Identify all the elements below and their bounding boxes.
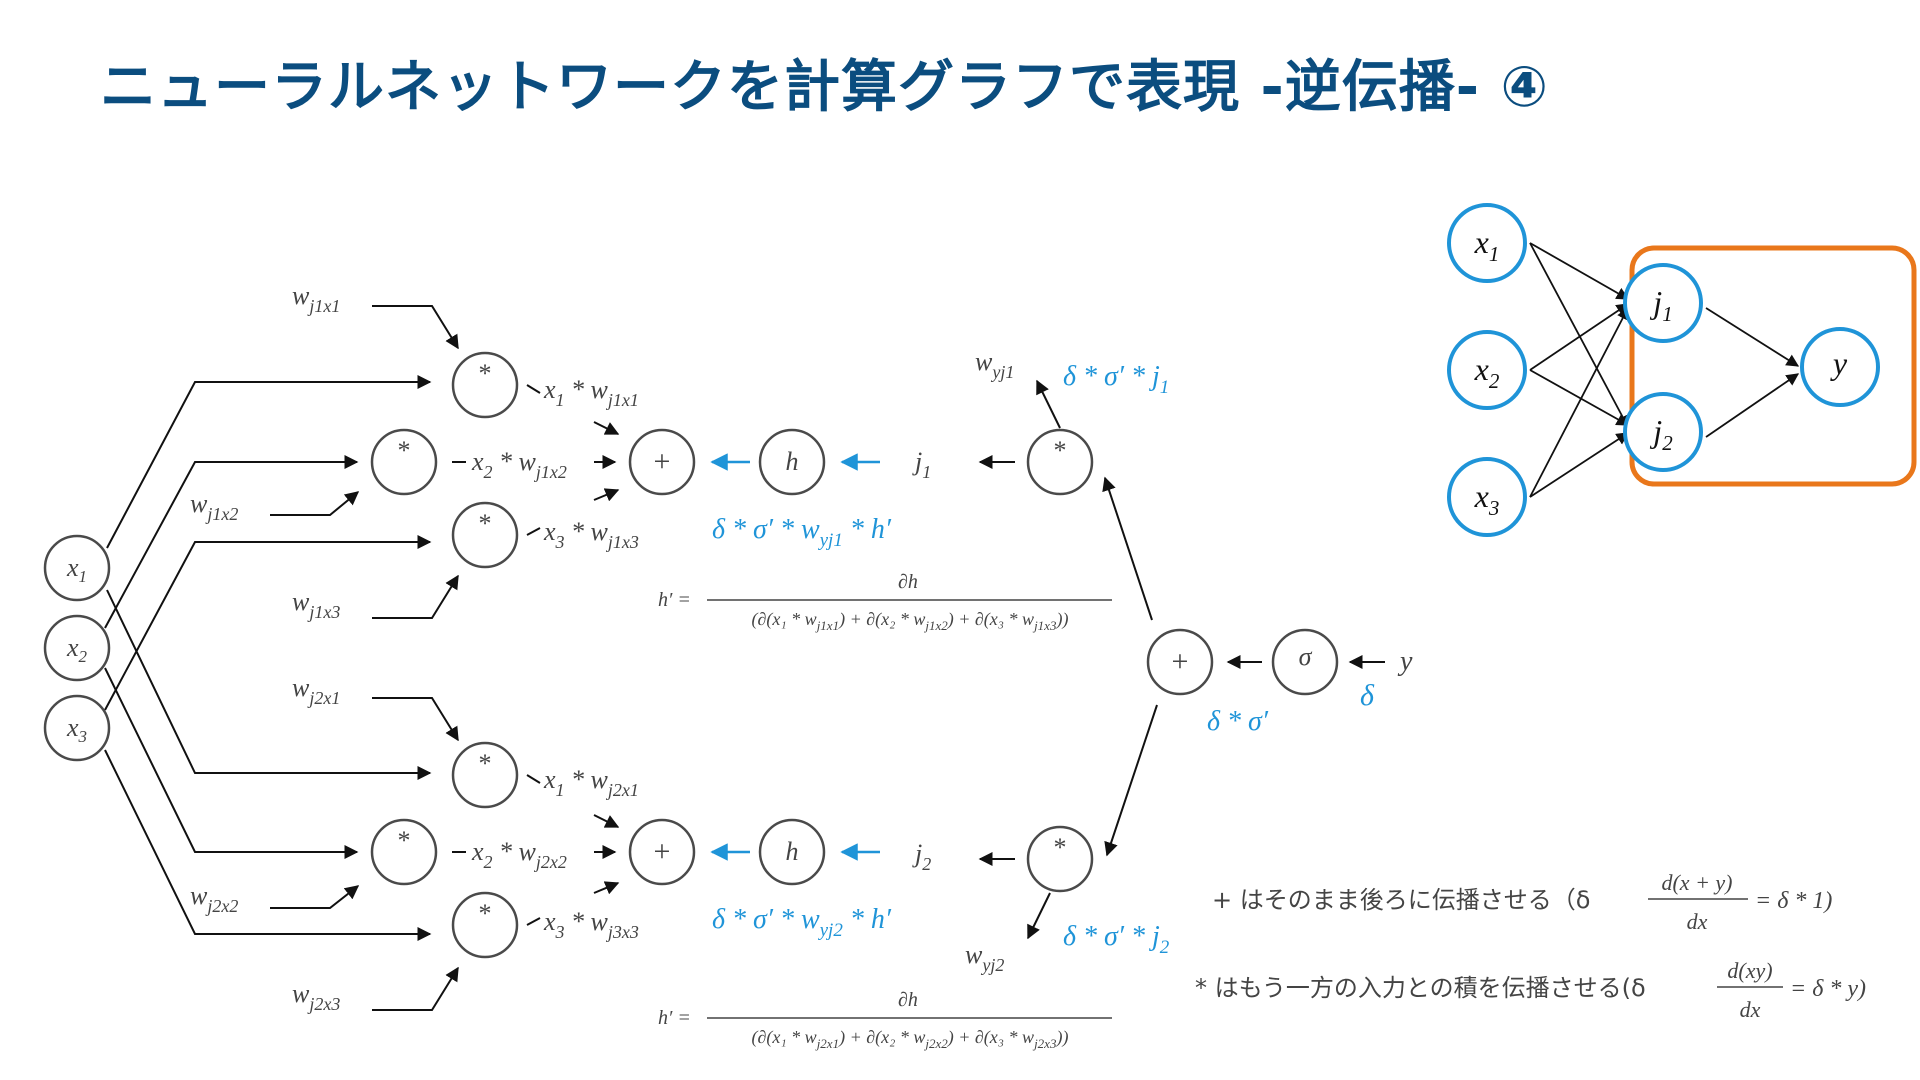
mini-label-y: y xyxy=(1830,345,1848,381)
top-block-labels: wj1x1 wj1x2 wj1x3 x1 * wj1x1 x2 * wj1x2 … xyxy=(190,281,1014,622)
gradient-label-sigma: δ * σ′ xyxy=(1207,706,1269,737)
rule-note-mul: * はもう一方の入力との積を伝播させる(δ d(xy) dx = δ * y) xyxy=(1195,958,1866,1022)
gradient-label-h-bottom: δ * σ′ * wyj2 * h′ xyxy=(712,904,892,941)
weight-label-j1x3: wj1x3 xyxy=(292,587,340,622)
note-add-tail: = δ * 1) xyxy=(1755,888,1832,914)
weight-label-j1x2: wj1x2 xyxy=(190,489,238,524)
mini-label-x3: x3 xyxy=(1474,478,1500,520)
mul-symbol: * xyxy=(479,899,492,928)
bottom-block-gradients: δ * σ′ * j2 δ * σ′ * wyj2 * h′ xyxy=(712,904,1170,958)
derivative-lhs: h′ = xyxy=(658,1007,691,1029)
mini-input-x1 xyxy=(1447,203,1527,283)
product-label-x1-wj2x1: x1 * wj2x1 xyxy=(543,765,639,800)
mul-symbol: * xyxy=(479,749,492,778)
derivative-numerator: ∂h xyxy=(898,571,918,593)
mul-node-bottom-1 xyxy=(451,741,519,809)
note-mul-tail: = δ * y) xyxy=(1790,976,1866,1002)
rule-note-add: + はそのまま後ろに伝播させる（δ d(x + y) dx = δ * 1) xyxy=(1212,870,1832,934)
product-label-x3-wj3x3: x3 * wj3x3 xyxy=(543,907,639,942)
input-label-x3: x3 xyxy=(66,713,87,746)
h-symbol: h xyxy=(786,837,799,866)
input-label-x1: x1 xyxy=(66,553,87,586)
mul-node-bottom-out xyxy=(1026,825,1094,893)
sigma-symbol: σ xyxy=(1299,642,1313,671)
input-label-x2: x2 xyxy=(66,633,88,666)
mul-symbol: * xyxy=(398,436,411,465)
product-label-x1-wj1x1: x1 * wj1x1 xyxy=(543,375,639,410)
h-node-bottom xyxy=(758,818,826,886)
mul-symbol: * xyxy=(479,509,492,538)
note-mul-numerator: d(xy) xyxy=(1727,958,1772,983)
derivative-denominator: (∂(x₁ * wj1x1) + ∂(x₂ * wj1x2) + ∂(x₃ * … xyxy=(752,609,1069,633)
h-symbol: h xyxy=(786,447,799,476)
note-add-numerator: d(x + y) xyxy=(1661,870,1732,895)
weight-label-j2x1: wj2x1 xyxy=(292,673,340,708)
slide-title: ニューラルネットワークを計算グラフで表現 -逆伝播- ④ xyxy=(100,55,1549,120)
note-mul-denominator: dx xyxy=(1740,997,1761,1022)
bottom-block-labels: wj2x1 wj2x2 wj2x3 x1 * wj2x1 x2 * wj2x2 … xyxy=(190,673,1004,1014)
product-label-x2-wj2x2: x2 * wj2x2 xyxy=(471,837,567,872)
gradient-label-j1: δ * σ′ * j1 xyxy=(1063,361,1169,398)
mul-symbol: * xyxy=(1054,833,1067,862)
mul-node-bottom-2 xyxy=(370,818,438,886)
mini-input-x3 xyxy=(1447,457,1527,537)
mul-node-top-out xyxy=(1026,428,1094,496)
add-node-top xyxy=(628,428,696,496)
mul-symbol: * xyxy=(398,826,411,855)
mini-label-x1: x1 xyxy=(1474,224,1500,266)
weight-label-wyj1: wyj1 xyxy=(975,347,1014,382)
forward-edges xyxy=(104,305,1385,1011)
mini-label-j1: j1 xyxy=(1649,284,1672,326)
mul-node-top-2 xyxy=(370,428,438,496)
gradient-label-j2: δ * σ′ * j2 xyxy=(1063,921,1170,958)
graph-nodes xyxy=(43,351,1339,959)
add-node-output xyxy=(1146,628,1214,696)
weight-label-j1x1: wj1x1 xyxy=(292,281,340,316)
note-mul-text: * はもう一方の入力との積を伝播させる(δ xyxy=(1195,974,1646,1002)
input-node-x1 xyxy=(43,534,111,602)
product-label-x3-wj1x3: x3 * wj1x3 xyxy=(543,517,639,552)
derivative-top: h′ = ∂h (∂(x₁ * wj1x1) + ∂(x₂ * wj1x2) +… xyxy=(658,571,1112,633)
mini-input-x2 xyxy=(1447,330,1527,410)
top-block-gradients: δ * σ′ * j1 δ * σ′ * wyj1 * h′ xyxy=(712,361,1169,551)
weight-label-j2x2: wj2x2 xyxy=(190,881,238,916)
backward-edges xyxy=(710,453,880,861)
mini-label-j2: j2 xyxy=(1649,413,1673,455)
gradient-label-h-top: δ * σ′ * wyj1 * h′ xyxy=(712,514,892,551)
input-node-x3 xyxy=(43,694,111,762)
derivative-lhs: h′ = xyxy=(658,589,691,611)
add-symbol: + xyxy=(1172,645,1189,678)
add-symbol: + xyxy=(654,835,671,868)
mul-node-bottom-3 xyxy=(451,891,519,959)
input-node-x2 xyxy=(43,614,111,682)
derivative-denominator: (∂(x₁ * wj2x1) + ∂(x₂ * wj2x2) + ∂(x₃ * … xyxy=(752,1027,1069,1051)
derivative-bottom: h′ = ∂h (∂(x₁ * wj2x1) + ∂(x₂ * wj2x2) +… xyxy=(658,989,1112,1051)
mini-hidden-j1 xyxy=(1623,263,1703,343)
derivative-numerator: ∂h xyxy=(898,989,918,1011)
mul-node-top-1 xyxy=(451,351,519,419)
sigma-node xyxy=(1271,628,1339,696)
node-labels: x1 x2 x3 * * * + h * * * * + h * + σ xyxy=(66,359,1313,928)
weight-label-wyj2: wyj2 xyxy=(965,940,1004,975)
add-symbol: + xyxy=(654,445,671,478)
delta-label: δ xyxy=(1360,679,1375,712)
hidden-output-j2: j2 xyxy=(912,839,931,874)
product-label-x2-wj1x2: x2 * wj1x2 xyxy=(471,447,567,482)
highlight-box xyxy=(1629,245,1917,487)
note-add-denominator: dx xyxy=(1687,909,1708,934)
add-node-bottom xyxy=(628,818,696,886)
mini-label-x2: x2 xyxy=(1474,351,1500,393)
note-add-text: + はそのまま後ろに伝播させる（δ xyxy=(1212,886,1590,914)
hidden-output-j1: j1 xyxy=(912,447,931,482)
mini-output-y xyxy=(1800,327,1880,407)
output-label-y: y xyxy=(1397,646,1413,677)
h-node-top xyxy=(758,428,826,496)
weight-label-j2x3: wj2x3 xyxy=(292,979,340,1014)
mini-network: x1 x2 x3 j1 j2 y xyxy=(1447,203,1917,537)
mul-symbol: * xyxy=(479,359,492,388)
mul-node-top-3 xyxy=(451,501,519,569)
mul-symbol: * xyxy=(1054,436,1067,465)
mini-hidden-j2 xyxy=(1623,392,1703,472)
